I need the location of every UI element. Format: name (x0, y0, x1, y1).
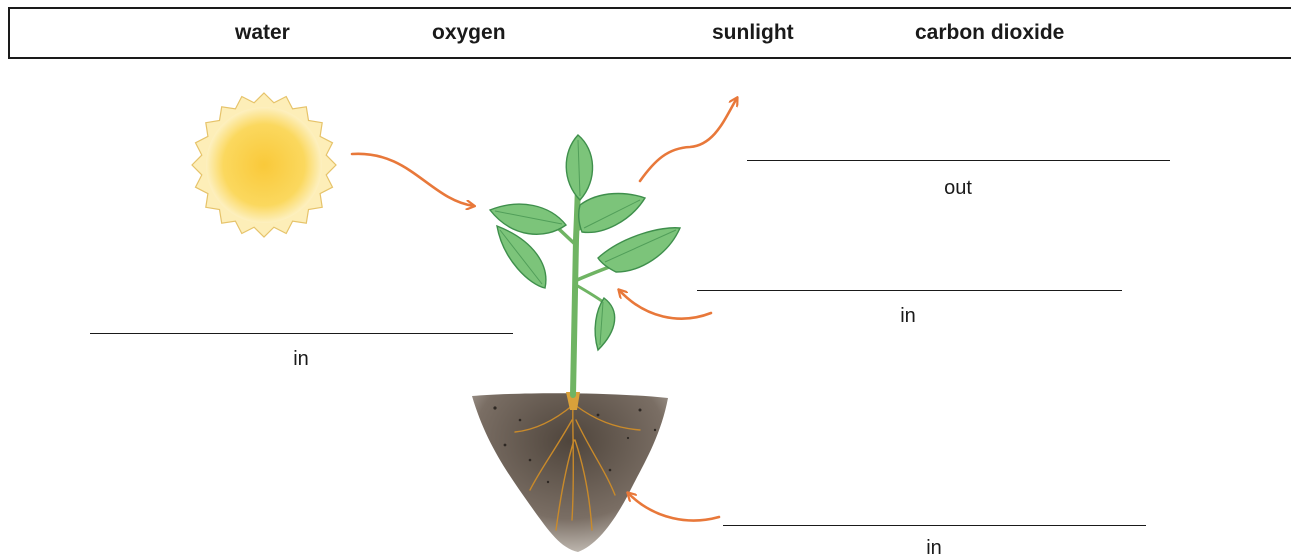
arrow-gas-in (619, 290, 711, 319)
soil (472, 392, 668, 552)
answer-blank-root-in[interactable] (723, 525, 1146, 526)
answer-blank-sun-in[interactable] (90, 333, 513, 334)
label-out: out (898, 177, 1018, 200)
arrow-sunlight-in (352, 154, 474, 206)
label-root-in: in (874, 537, 994, 560)
answer-blank-out[interactable] (747, 160, 1170, 161)
arrow-water-in (628, 493, 719, 520)
arrow-gas-out (640, 98, 737, 181)
sun-icon (192, 93, 336, 237)
answer-blank-leaf-in[interactable] (697, 290, 1122, 291)
label-leaf-in: in (848, 305, 968, 328)
label-sun-in: in (241, 348, 361, 371)
